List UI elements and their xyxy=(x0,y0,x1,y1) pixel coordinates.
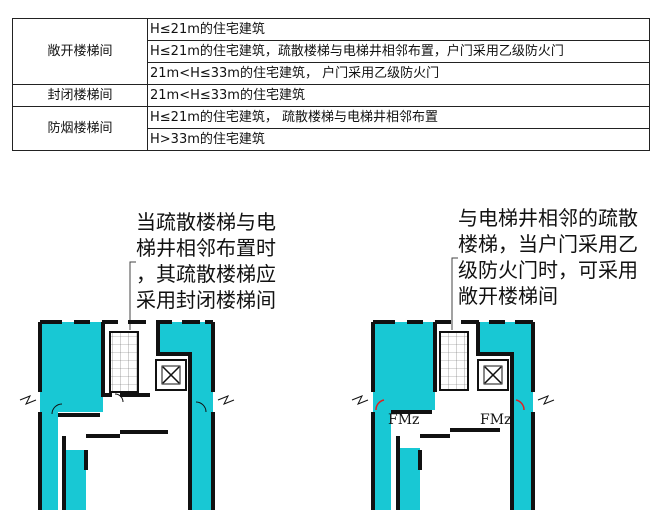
rule-cell: H>33m的住宅建筑 xyxy=(147,128,650,151)
left-note-line-1: 当疏散楼梯与电 xyxy=(136,210,276,234)
room-fill xyxy=(512,354,533,510)
table-row: 封闭楼梯间 21m<H≤33m的住宅建筑 xyxy=(12,84,650,107)
right-note-line-2: 楼梯，当户门采用乙 xyxy=(458,232,638,256)
left-note-line-2: 梯井相邻布置时 xyxy=(136,236,276,260)
room-fill xyxy=(373,322,435,410)
stair-block xyxy=(109,331,139,393)
category-cell: 封闭楼梯间 xyxy=(12,84,148,107)
room-fill xyxy=(158,322,213,354)
elevator-car xyxy=(161,365,181,385)
fire-door-arc xyxy=(515,399,525,411)
elevator-car xyxy=(483,365,503,385)
table-row: H>33m的住宅建筑 xyxy=(13,128,650,151)
room-fill xyxy=(40,322,103,412)
leader-line xyxy=(451,257,458,330)
stair-block xyxy=(439,331,469,391)
room-fill xyxy=(398,448,420,510)
walls xyxy=(371,320,535,510)
room-fill xyxy=(373,410,391,510)
break-mark xyxy=(351,395,369,405)
elevator-cross xyxy=(484,366,502,384)
door-arc xyxy=(51,403,63,415)
right-note-line-3: 级防火门时，可采用 xyxy=(458,258,638,282)
fire-door-label-right: FMz xyxy=(480,412,511,428)
stair-rules-table: 敞开楼梯间 H≤21m的住宅建筑 H≤21m的住宅建筑，疏散楼梯与电梯井相邻布置… xyxy=(12,18,650,151)
table-row: 敞开楼梯间 H≤21m的住宅建筑 xyxy=(12,18,650,85)
table-row: H≤21m的住宅建筑，疏散楼梯与电梯井相邻布置，户门采用乙级防火门 xyxy=(13,40,650,63)
left-note-line-3: ，其疏散楼梯应 xyxy=(136,262,276,286)
break-mark xyxy=(217,395,235,405)
rule-cell: H≤21m的住宅建筑， 疏散楼梯与电梯井相邻布置 xyxy=(147,106,650,129)
category-cell: 敞开楼梯间 xyxy=(12,18,148,85)
right-note-line-1: 与电梯井相邻的疏散 xyxy=(458,206,638,230)
rule-cell: H≤21m的住宅建筑，疏散楼梯与电梯井相邻布置，户门采用乙级防火门 xyxy=(147,40,650,63)
fire-door-arc xyxy=(375,399,385,411)
rule-cell: H≤21m的住宅建筑 xyxy=(147,18,650,41)
door-arc xyxy=(114,393,124,403)
door-arc xyxy=(195,401,207,413)
fire-door-label-left: FMz xyxy=(388,412,419,428)
break-mark xyxy=(19,395,37,405)
break-mark xyxy=(537,395,555,405)
right-floor-plan: 与电梯井相邻的疏散 楼梯，当户门采用乙 级防火门时，可采用 敞开楼梯间 FMz … xyxy=(351,206,638,510)
category-cell: 防烟楼梯间 xyxy=(12,106,148,151)
left-floor-plan: 当疏散楼梯与电 梯井相邻布置时 ，其疏散楼梯应 采用封闭楼梯间 xyxy=(19,210,276,510)
room-fill xyxy=(40,412,58,510)
walls xyxy=(38,320,215,510)
room-fill xyxy=(64,450,86,510)
elevator-cross xyxy=(162,366,180,384)
room-fill xyxy=(478,322,533,354)
leader-line xyxy=(129,261,136,330)
room-fill xyxy=(190,354,213,510)
right-note-line-4: 敞开楼梯间 xyxy=(458,284,558,308)
left-note-line-4: 采用封闭楼梯间 xyxy=(136,288,276,312)
table-row: 防烟楼梯间 H≤21m的住宅建筑， 疏散楼梯与电梯井相邻布置 xyxy=(12,106,650,151)
